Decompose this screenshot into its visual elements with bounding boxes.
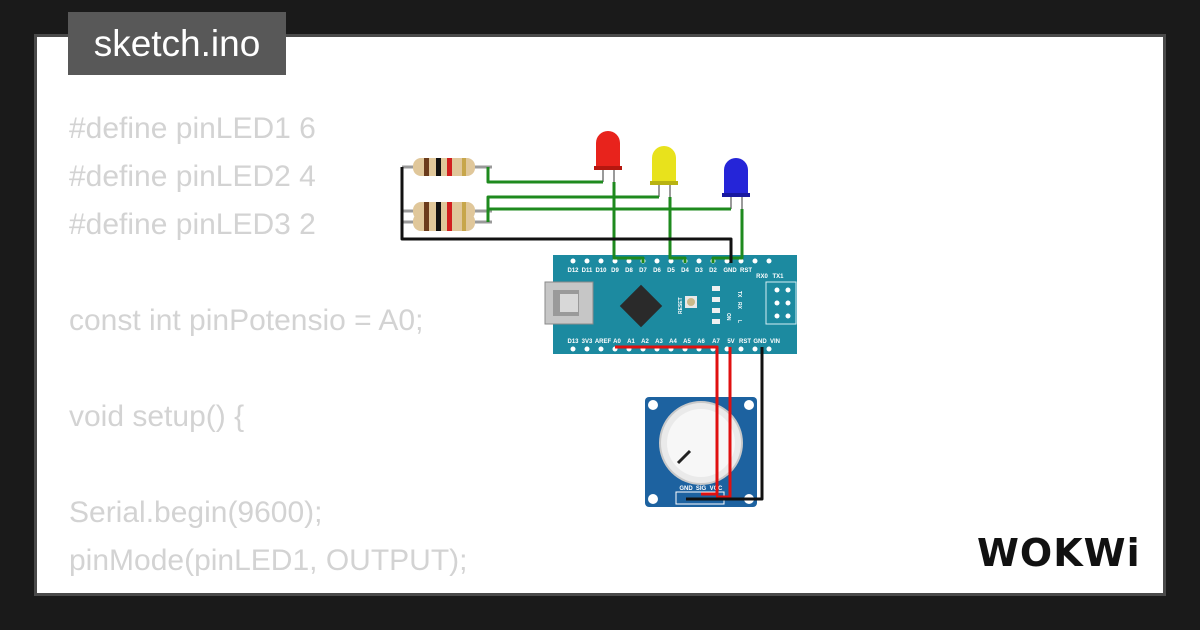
wokwi-logo: WOKWi — [977, 531, 1141, 575]
rx-led-label: RX — [736, 302, 742, 310]
pot-pin-label: SIG — [696, 486, 707, 492]
pin-label: D4 — [681, 268, 689, 274]
resistor-1[interactable] — [402, 158, 492, 176]
wire-green[interactable] — [486, 207, 731, 222]
pin-label: 5V — [727, 339, 734, 345]
pin-label: A5 — [683, 339, 691, 345]
l-led-label: L — [736, 320, 742, 323]
code-line: #define pinLED3 2 — [69, 208, 316, 241]
pin-label: AREF — [595, 339, 612, 345]
pot-knob-indicator[interactable] — [676, 449, 692, 465]
logo-text: WOKWi — [977, 531, 1141, 575]
led-blue[interactable] — [722, 158, 750, 209]
pin-label: D13 — [567, 339, 579, 345]
pin-label: RST — [739, 339, 751, 345]
preview-card: #define pinLED1 6 #define pinLED2 4 #defin… — [34, 34, 1166, 596]
pin-label: D2 — [709, 268, 717, 274]
arduino-nano-board[interactable]: D12 D11 D10 D9 D8 D7 D6 D5 D4 D3 D2 GND … — [544, 255, 797, 354]
pin-label: RX0 — [756, 274, 768, 280]
on-led-label: ON — [725, 313, 731, 321]
code-line: pinMode(pinLED1, OUTPUT); — [69, 544, 468, 577]
pin-label: D7 — [639, 268, 647, 274]
pin-label: A2 — [641, 339, 649, 345]
wire-green[interactable] — [612, 182, 645, 263]
wire-black[interactable] — [686, 347, 764, 501]
pin-label: A6 — [697, 339, 705, 345]
code-line: #define pinLED1 6 — [69, 112, 316, 145]
code-line: pinMode(pinLED2, OUTPUT); — [69, 585, 467, 593]
code-line: const int pinPotensio = A0; — [69, 304, 424, 337]
wire-green[interactable] — [486, 167, 603, 184]
potentiometer[interactable]: GND SIG VCC — [645, 397, 757, 507]
wire-red[interactable] — [615, 345, 719, 496]
pin-label: A3 — [655, 339, 663, 345]
code-line: #define pinLED2 4 — [69, 160, 316, 193]
pin-label: D3 — [695, 268, 703, 274]
pin-label: A1 — [627, 339, 635, 345]
pin-label: D12 — [567, 268, 579, 274]
pin-label: VIN — [770, 339, 780, 345]
led-yellow[interactable] — [650, 146, 678, 197]
pin-label: RST — [740, 268, 752, 274]
reset-label: RESET — [678, 297, 684, 314]
pin-label: D6 — [653, 268, 661, 274]
pin-label: D9 — [611, 268, 619, 274]
wire-green[interactable] — [486, 195, 659, 211]
pin-label: GND — [753, 339, 767, 345]
pin-label: TX1 — [772, 274, 784, 280]
wire-green[interactable] — [711, 209, 744, 263]
pin-label: D8 — [625, 268, 633, 274]
wire-black[interactable] — [400, 167, 733, 263]
pin-label: GND — [723, 268, 737, 274]
led-red[interactable] — [594, 131, 622, 182]
code-line: Serial.begin(9600); — [69, 496, 323, 529]
wire-red[interactable] — [716, 347, 732, 499]
pot-pin-label: GND — [679, 486, 693, 492]
pin-label: A7 — [712, 339, 720, 345]
pin-label: 3V3 — [582, 339, 593, 345]
pin-label: D5 — [667, 268, 675, 274]
pin-label: D11 — [582, 268, 593, 274]
pin-label: D10 — [595, 268, 607, 274]
code-listing: #define pinLED1 6 #define pinLED2 4 #defin… — [69, 105, 468, 593]
wires — [400, 167, 764, 501]
pin-label: A0 — [613, 339, 621, 345]
wire-green[interactable] — [668, 197, 687, 263]
tx-led-label: TX — [736, 291, 742, 298]
code-line: void setup() { — [69, 400, 245, 433]
resistor-3[interactable] — [402, 213, 492, 231]
file-name-tab[interactable]: sketch.ino — [68, 12, 286, 75]
pin-label: A4 — [669, 339, 677, 345]
